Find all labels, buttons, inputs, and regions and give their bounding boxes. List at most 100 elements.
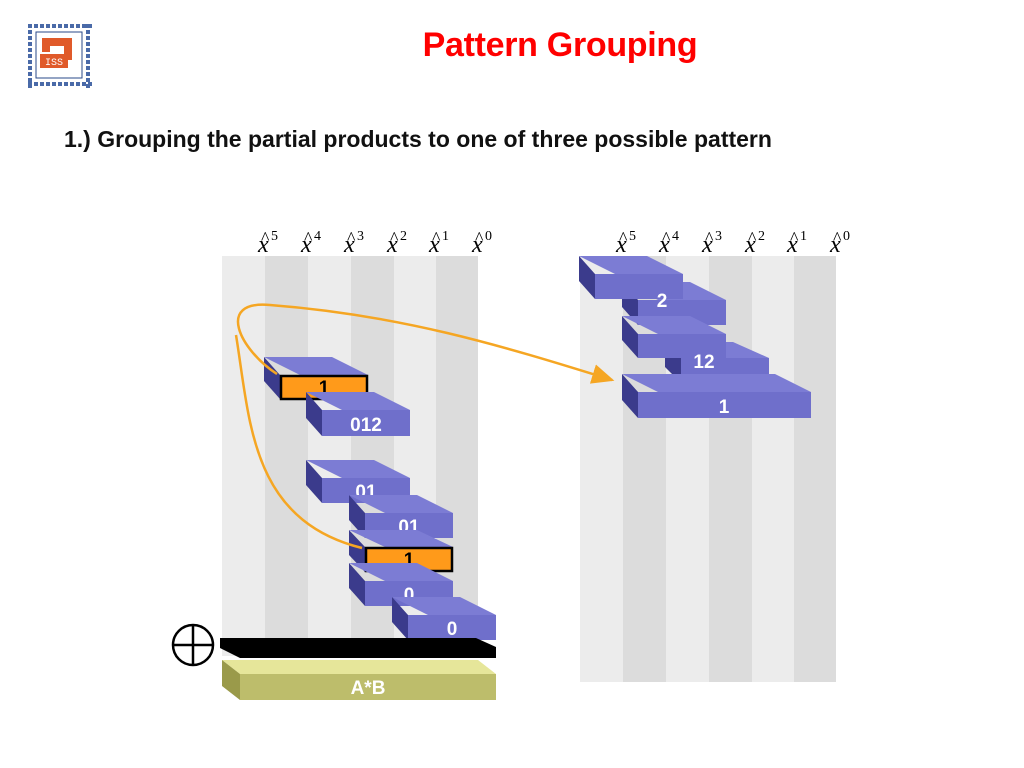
- right-block-12-label: 12: [693, 352, 714, 373]
- svg-text:5: 5: [629, 229, 636, 244]
- svg-text:^: ^: [261, 228, 270, 248]
- logo-dot: [28, 24, 32, 28]
- svg-text:x: x: [428, 232, 440, 258]
- logo-dot: [34, 24, 38, 28]
- svg-text:x: x: [615, 232, 627, 258]
- logo-dot: [76, 24, 80, 28]
- logo-dot: [52, 82, 56, 86]
- grouping-arrow-top: [236, 303, 615, 384]
- right-block-2-label: 2: [657, 291, 668, 312]
- logo-dot: [46, 82, 50, 86]
- svg-text:x: x: [471, 232, 483, 258]
- logo-dot: [88, 24, 92, 28]
- logo-dot: [40, 82, 44, 86]
- logo-dot: [52, 24, 56, 28]
- logo-dot: [28, 60, 32, 64]
- left-stripe-x5: [222, 256, 265, 656]
- logo-dot: [34, 82, 38, 86]
- logo-dotted-frame: [28, 24, 92, 88]
- svg-text:x: x: [701, 232, 713, 258]
- right-stripe-x2: [709, 256, 752, 682]
- logo-dot: [28, 54, 32, 58]
- svg-text:^: ^: [619, 228, 628, 248]
- right-stripe-x1: [752, 256, 794, 682]
- logo-dot: [28, 78, 32, 82]
- logo-dot: [28, 72, 32, 76]
- left-block-0-lower: 0: [392, 597, 496, 640]
- svg-text:^: ^: [705, 228, 714, 248]
- logo-dot: [46, 24, 50, 28]
- left-block-0-upper-label: 0: [404, 585, 415, 606]
- right-column-stripes: [580, 256, 836, 682]
- svg-text:^: ^: [304, 228, 313, 248]
- svg-text:2: 2: [758, 229, 765, 244]
- logo-dot: [64, 24, 68, 28]
- svg-text:^: ^: [432, 228, 441, 248]
- right-stripe-x0: [794, 256, 836, 682]
- logo-dot: [86, 60, 90, 64]
- logo-dot: [86, 78, 90, 82]
- logo-dot: [86, 36, 90, 40]
- slide-title: Pattern Grouping: [422, 26, 698, 64]
- svg-text:3: 3: [715, 229, 722, 244]
- logo-dot: [76, 82, 80, 86]
- svg-text:x: x: [829, 232, 841, 258]
- svg-text:0: 0: [843, 229, 850, 244]
- svg-text:4: 4: [314, 229, 321, 244]
- logo-dot: [70, 24, 74, 28]
- logo-dot: [86, 30, 90, 34]
- logo-dot: [58, 82, 62, 86]
- logo-dot: [86, 66, 90, 70]
- svg-text:x: x: [257, 232, 269, 258]
- right-stripe-x5: [580, 256, 623, 682]
- svg-text:x: x: [744, 232, 756, 258]
- svg-text:^: ^: [475, 228, 484, 248]
- svg-text:4: 4: [672, 229, 679, 244]
- logo-dot: [86, 48, 90, 52]
- right-block-1: 1: [622, 374, 811, 418]
- svg-text:x: x: [343, 232, 355, 258]
- xor-operator: [171, 623, 215, 667]
- slide-subtitle: 1.) Grouping the partial products to one…: [64, 126, 772, 152]
- svg-text:3: 3: [357, 229, 364, 244]
- svg-text:x: x: [658, 232, 670, 258]
- logo-dot: [86, 72, 90, 76]
- xor-bar: [220, 638, 496, 658]
- svg-text:^: ^: [390, 228, 399, 248]
- svg-text:1: 1: [442, 229, 449, 244]
- svg-text:0: 0: [485, 229, 492, 244]
- left-block-0-lower-label: 0: [447, 619, 458, 640]
- svg-text:x: x: [786, 232, 798, 258]
- logo-dot: [28, 84, 32, 88]
- svg-text:1: 1: [800, 229, 807, 244]
- logo-dot: [86, 42, 90, 46]
- svg-text:^: ^: [347, 228, 356, 248]
- logo-dot: [40, 24, 44, 28]
- svg-text:x: x: [300, 232, 312, 258]
- left-stripe-x4: [265, 256, 308, 656]
- logo-dot: [58, 24, 62, 28]
- svg-text:^: ^: [662, 228, 671, 248]
- logo-dot: [82, 24, 86, 28]
- svg-text:^: ^: [748, 228, 757, 248]
- result-block: A*B: [222, 660, 496, 700]
- result-label: A*B: [351, 678, 386, 699]
- svg-text:^: ^: [790, 228, 799, 248]
- logo-dot: [28, 30, 32, 34]
- logo-dot: [28, 36, 32, 40]
- logo-text: ISS: [45, 58, 63, 69]
- left-block-012: 012: [306, 392, 410, 436]
